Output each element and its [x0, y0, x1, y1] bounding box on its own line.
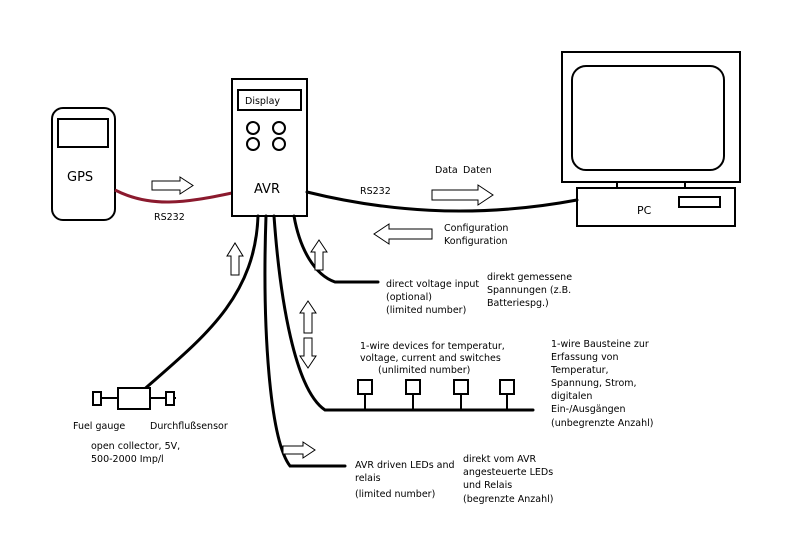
pc-label: PC — [637, 204, 652, 217]
arrow-up-icon — [226, 242, 244, 276]
voltage-input-de-line: Batteriespg.) — [487, 298, 549, 309]
gps-label: GPS — [67, 170, 93, 185]
onewire-en-line: 1-wire devices for temperatur, — [360, 341, 505, 352]
leds-de-line: angesteuerte LEDs — [463, 467, 553, 478]
fuel-gauge-sensor — [92, 387, 176, 410]
onewire-device — [405, 379, 421, 410]
avr-button-1 — [246, 121, 260, 135]
fuel-spec-line: open collector, 5V, — [91, 441, 180, 452]
fuel-wire — [138, 214, 260, 395]
onewire-device — [453, 379, 469, 410]
avr-label: AVR — [254, 182, 280, 197]
arrow-left-icon — [373, 223, 433, 245]
gps-device: GPS — [51, 107, 116, 221]
onewire-devices — [357, 379, 515, 410]
data-en-label: Data — [435, 165, 458, 176]
avr-button-3 — [246, 137, 260, 151]
pc: PC — [561, 51, 741, 227]
onewire-de-line: Erfassung von — [551, 352, 619, 363]
onewire-en-line: voltage, current and switches — [360, 353, 501, 364]
voltage-input-en-line: direct voltage input — [386, 279, 479, 290]
leds-de-line: und Relais — [463, 480, 512, 491]
onewire-de-line: Spannung, Strom, — [551, 378, 637, 389]
config-en-label: Configuration — [444, 223, 508, 234]
leds-en-line: (limited number) — [355, 489, 435, 500]
gps-screen — [57, 118, 109, 148]
leds-de-line: direkt vom AVR — [463, 454, 537, 465]
avr-display — [237, 89, 302, 111]
leds-en-line: relais — [355, 473, 381, 484]
arrow-right-icon — [282, 441, 316, 459]
avr-button-4 — [272, 137, 286, 151]
arrow-up-icon — [310, 239, 328, 271]
voltage-input-de-line: Spannungen (z.B. — [487, 285, 571, 296]
fuel-gauge-de-label: Durchflußsensor — [150, 421, 228, 432]
leds-de-line: (begrenzte Anzahl) — [463, 494, 553, 505]
pc-screen — [571, 65, 725, 171]
onewire-de-line: Ein-/Ausgängen — [551, 404, 626, 415]
gps-cable — [114, 188, 233, 204]
onewire-en-line: (unlimited number) — [378, 365, 470, 376]
fuel-spec-line: 500-2000 Imp/l — [91, 454, 164, 465]
fuel-gauge-en-label: Fuel gauge — [73, 421, 125, 432]
onewire-device — [357, 379, 373, 410]
onewire-de-line: 1-wire Bausteine zur — [551, 339, 649, 350]
voltage-input-de-line: direkt gemessene — [487, 272, 572, 283]
onewire-de-line: (unbegrenzte Anzahl) — [551, 418, 654, 429]
leds-en-line: AVR driven LEDs and — [355, 460, 455, 471]
onewire-de-line: Temperatur, — [550, 365, 609, 376]
rs232-gps-label: RS232 — [154, 212, 185, 223]
voltage-input-en-line: (optional) — [386, 292, 432, 303]
pc-drive — [678, 196, 721, 208]
onewire-bus — [272, 214, 535, 412]
voltage-input-en-line: (limited number) — [386, 305, 466, 316]
avr-button-2 — [272, 121, 286, 135]
avr-display-label: Display — [245, 96, 280, 107]
led-wire — [263, 214, 347, 468]
arrow-updown-icon — [299, 300, 317, 369]
rs232-pc-label: RS232 — [360, 186, 391, 197]
onewire-device — [499, 379, 515, 410]
voltage-wire — [292, 214, 380, 284]
data-de-label: Daten — [463, 165, 492, 176]
avr-unit: Display AVR — [231, 78, 308, 217]
arrow-right-icon — [431, 184, 494, 206]
onewire-de-line: digitalen — [551, 391, 592, 402]
config-de-label: Konfiguration — [444, 236, 508, 247]
arrow-right-icon — [151, 176, 194, 195]
pc-cable — [305, 190, 579, 213]
